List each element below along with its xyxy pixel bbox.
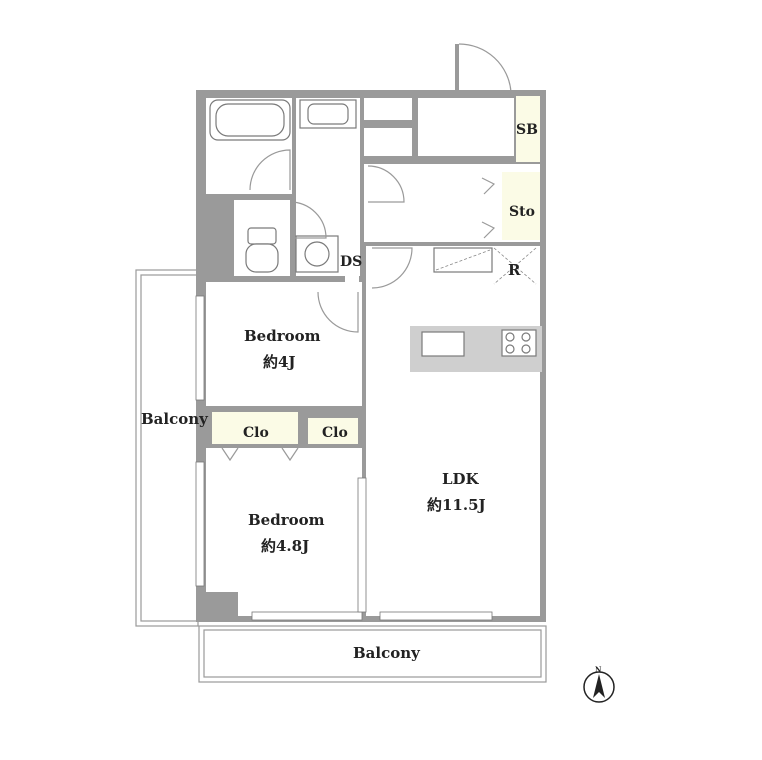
bathtub <box>209 99 291 141</box>
washing-machine <box>295 235 339 273</box>
north-compass-icon: N <box>583 665 615 703</box>
label-clo-1: Clo <box>243 425 269 441</box>
entrance-door[interactable] <box>455 43 512 93</box>
duct-space <box>345 234 359 286</box>
balcony-west <box>135 269 199 627</box>
label-ldk: LDK <box>442 470 480 488</box>
upper-cabinet <box>433 247 493 273</box>
wash-basin <box>299 99 357 129</box>
ldk <box>366 246 540 616</box>
balcony-south <box>198 625 547 683</box>
label-balcony-south: Balcony <box>353 644 421 662</box>
label-ldk-size: 約11.5J <box>427 496 486 514</box>
compass-label: N <box>595 665 602 674</box>
interior-doors <box>221 149 496 462</box>
kitchen-counter <box>410 326 542 372</box>
bedroom-2 <box>206 448 362 616</box>
genkan <box>418 98 514 156</box>
label-sto: Sto <box>509 204 535 220</box>
fridge-mark <box>493 247 537 285</box>
label-sb: SB <box>516 122 538 138</box>
shelf-lower <box>364 128 412 156</box>
label-bedroom-2-size: 約4.8J <box>261 537 309 555</box>
label-balcony-west: Balcony <box>141 410 209 428</box>
shoe-box <box>516 96 540 162</box>
toilet-bowl <box>245 227 279 273</box>
label-bedroom-1-size: 約4J <box>263 353 296 371</box>
label-bedroom-2: Bedroom <box>248 511 325 529</box>
label-ds: DS <box>340 254 362 270</box>
label-r: R <box>508 261 521 279</box>
closet-1 <box>212 412 298 444</box>
shelf-upper <box>364 98 412 120</box>
label-bedroom-1: Bedroom <box>244 327 321 345</box>
labels: SB Sto DS R Bedroom 約4J Balcony Clo Clo … <box>141 122 538 662</box>
closet-2 <box>308 418 358 444</box>
stove-icon <box>505 332 531 354</box>
storage <box>502 172 540 240</box>
label-clo-2: Clo <box>322 425 348 441</box>
windows <box>195 295 493 621</box>
bedroom-1 <box>206 282 362 406</box>
